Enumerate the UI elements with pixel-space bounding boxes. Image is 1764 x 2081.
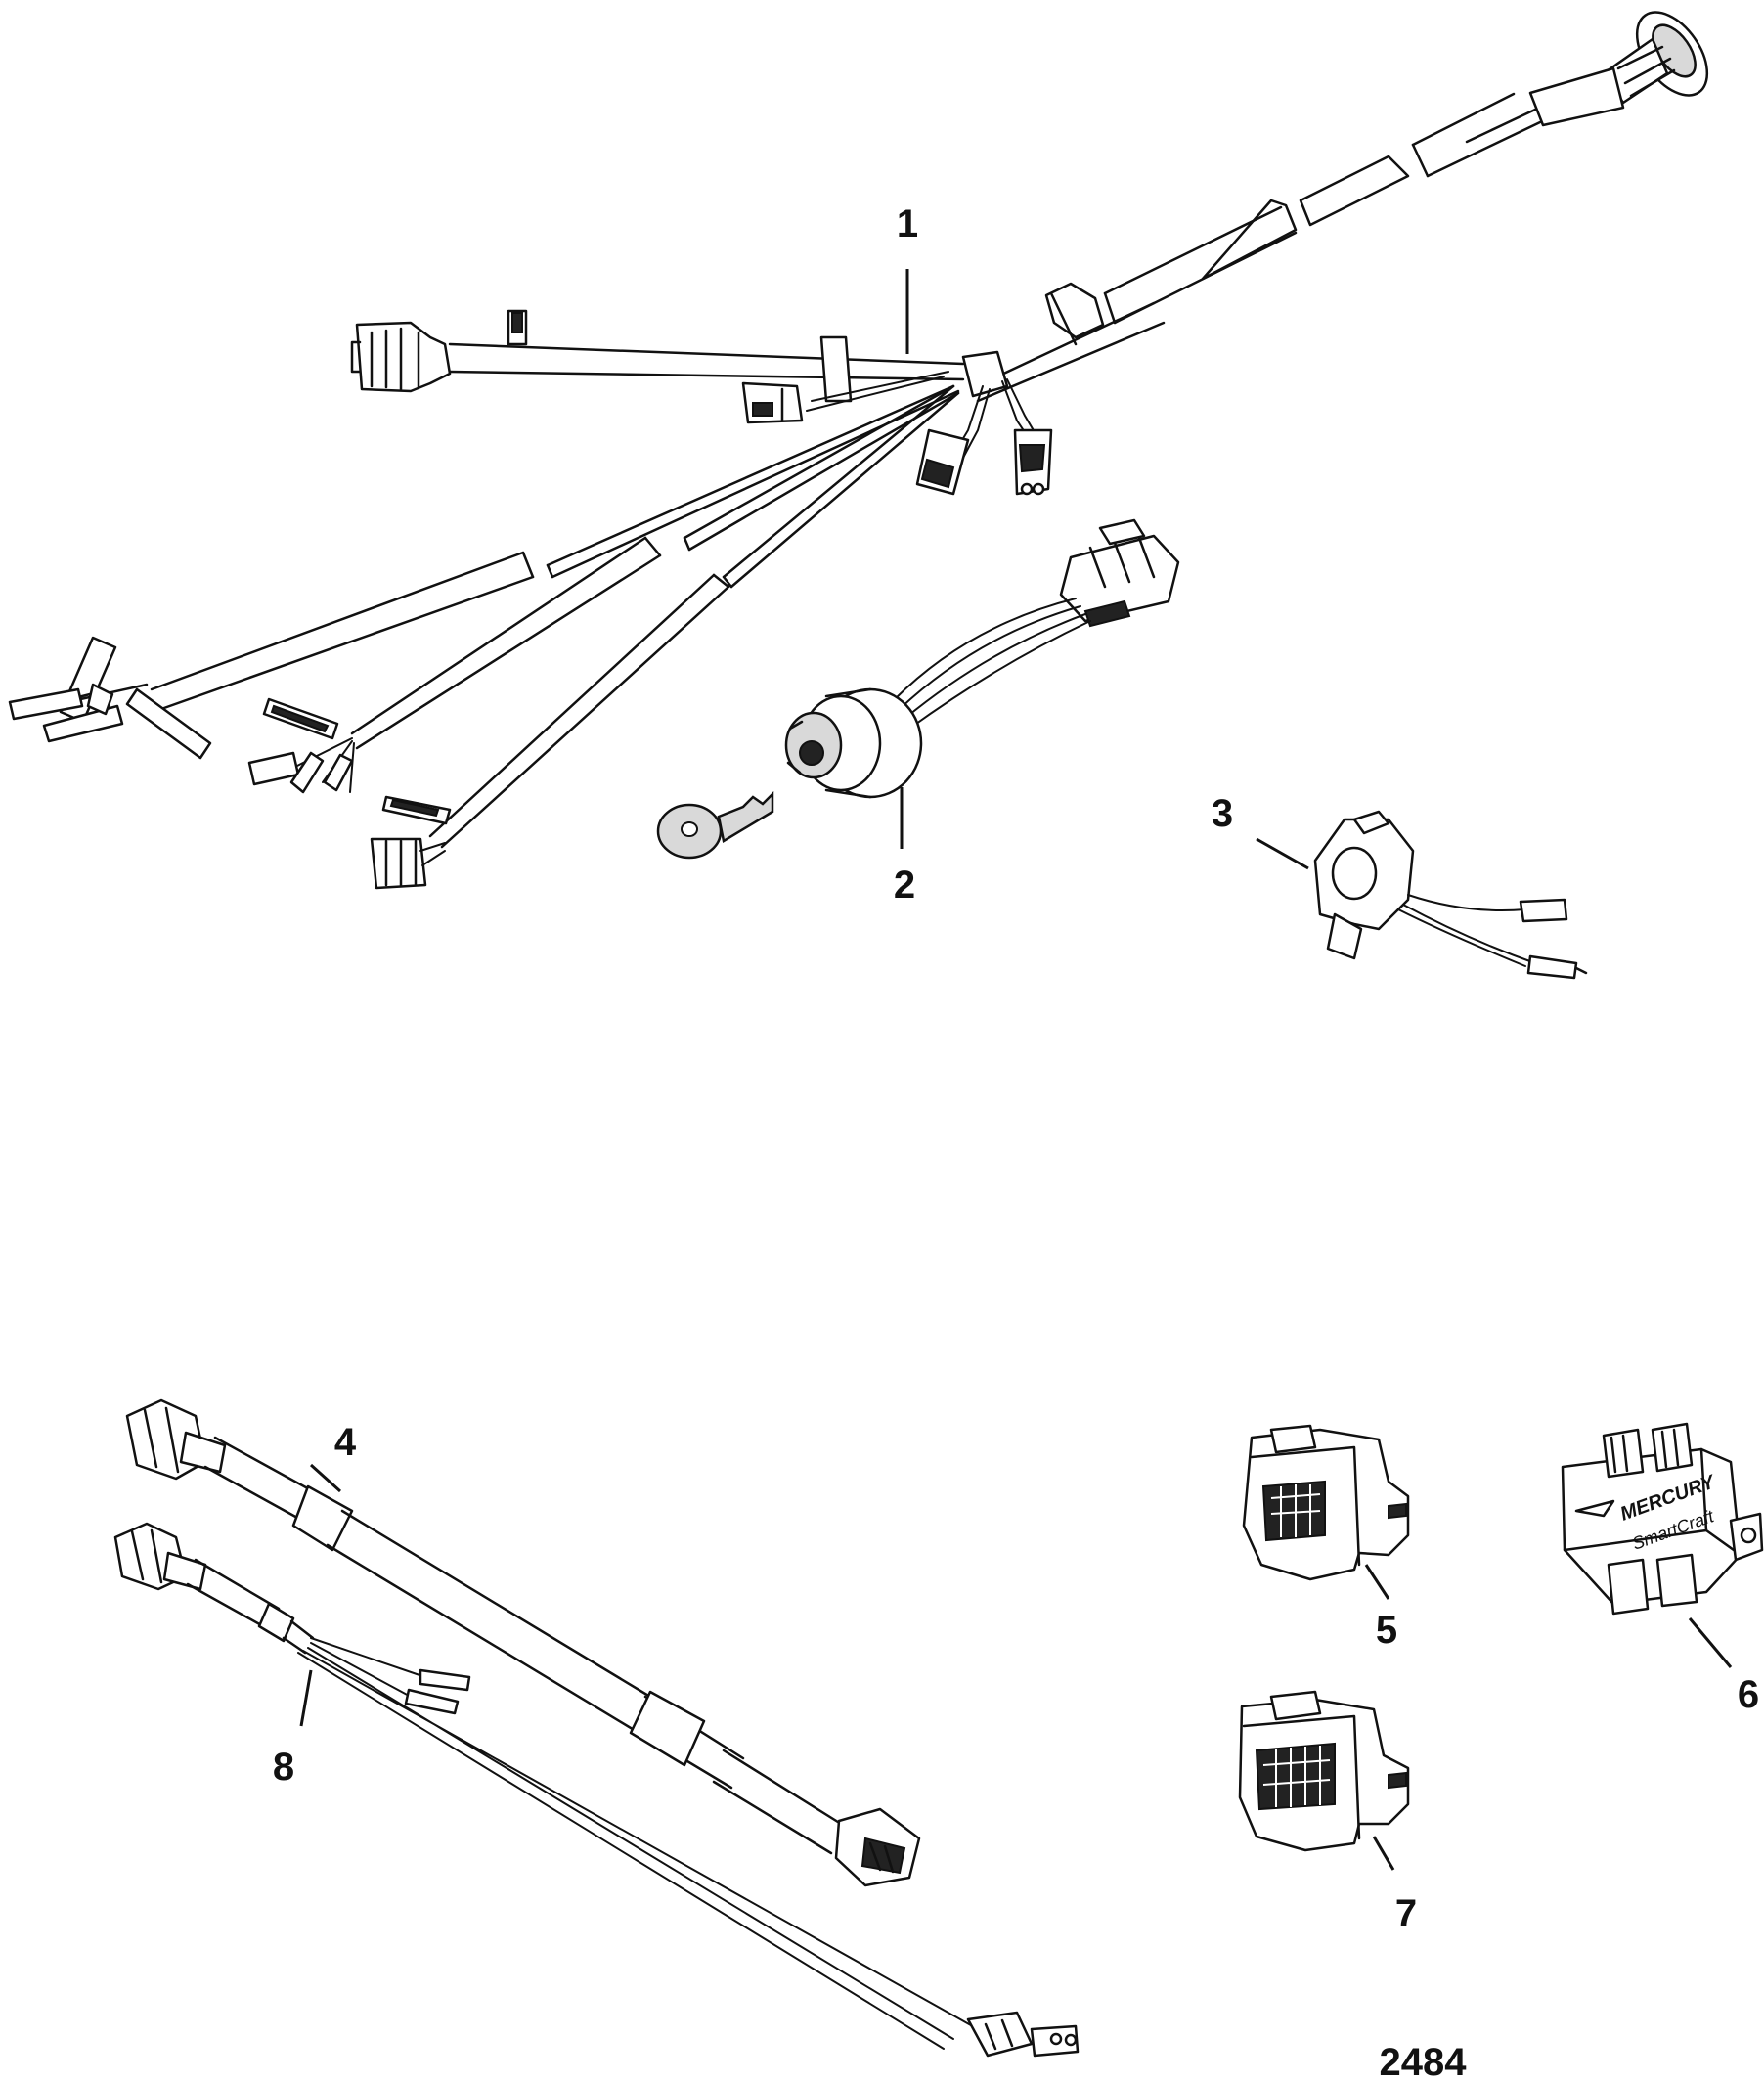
harness-connector-icon (113, 1522, 207, 1591)
pigtail-connector-icon (1013, 428, 1053, 496)
callout-5: 5 (1376, 1609, 1397, 1652)
connector-plug-7: 7 (1238, 1690, 1417, 1935)
callout-3: 3 (1212, 792, 1233, 835)
callout-1: 1 (897, 202, 918, 245)
harness-connector-icon (350, 321, 452, 393)
callout-4: 4 (334, 1421, 357, 1464)
main-wiring-harness: 1 (8, 11, 1709, 890)
pigtail-connector-icon (915, 428, 970, 496)
callout-2: 2 (894, 863, 915, 907)
small-connector-icon (966, 2011, 1080, 2058)
callout-7: 7 (1395, 1892, 1417, 1935)
adapter-harness: 8 (113, 1522, 1080, 2058)
harness-connector-icon (834, 1807, 921, 1887)
harness-connector-icon (125, 1398, 227, 1481)
callout-8: 8 (273, 1746, 294, 1789)
smartcraft-junction-box: MERCURY SmartCraft 6 (1561, 1422, 1764, 1716)
key-icon (656, 790, 774, 860)
extension-harness: 4 (125, 1398, 921, 1887)
small-connector-icon (741, 381, 804, 424)
connector-plug-5: 5 (1242, 1424, 1410, 1652)
round-connector-icon (1602, 11, 1709, 105)
harness-connector-icon (370, 837, 446, 890)
figure-number: 2484 (1380, 2041, 1468, 2081)
callout-6: 6 (1738, 1673, 1759, 1716)
ignition-switch: 2 (656, 518, 1180, 907)
lanyard-switch: 3 (1212, 792, 1588, 980)
